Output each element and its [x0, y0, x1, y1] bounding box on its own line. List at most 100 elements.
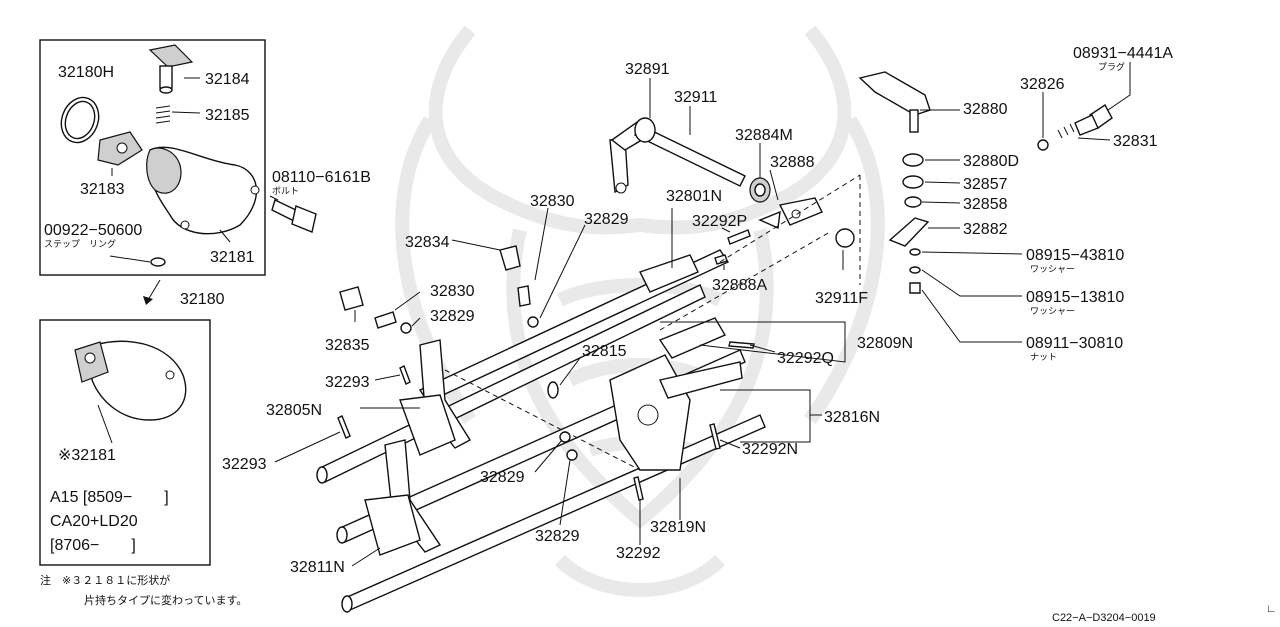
- inset-frame: [39, 39, 266, 276]
- apply-line-1: A15 [8509− ]: [50, 489, 169, 506]
- diagram-code: C22−A−D3204−0019: [1052, 612, 1156, 624]
- fork-32805n: [399, 339, 471, 456]
- inset-box-bottom: [39, 319, 211, 566]
- pin-32292: [633, 476, 644, 501]
- callout-32884m: 32884M: [735, 127, 793, 144]
- callout-32830b: 32830: [430, 283, 475, 300]
- washer-32858: [904, 196, 922, 208]
- inset-box-top: [39, 39, 317, 276]
- callout-00922-sub: ステップ リング: [44, 238, 116, 250]
- spring-32830b: [374, 311, 397, 329]
- callout-32857: 32857: [963, 176, 1008, 193]
- callout-32829a: 32829: [584, 211, 629, 228]
- pin-32292n: [709, 423, 721, 450]
- small-parts: [337, 229, 755, 501]
- pin-32888a: [714, 254, 728, 265]
- fork-32801n: [639, 254, 699, 293]
- callout-08915a-sub: ワッシャー: [1030, 265, 1075, 275]
- callout-32880: 32880: [963, 101, 1008, 118]
- housing-32181: [146, 146, 260, 235]
- seal-32884m: [749, 177, 771, 203]
- callout-08915b-sub: ワッシャー: [1030, 307, 1075, 317]
- housing-32181-alt: [74, 340, 187, 421]
- fork-32809n: [658, 317, 727, 359]
- callout-08110-sub: ボルト: [272, 186, 299, 197]
- lever-32880: [858, 71, 931, 133]
- plug-08931: [1074, 103, 1113, 136]
- spring-32831: [1057, 123, 1075, 139]
- callout-32292p: 32292P: [692, 213, 747, 230]
- pin-32292p: [727, 229, 751, 245]
- ball-32829b: [400, 322, 412, 334]
- callout-32880d: 32880D: [963, 153, 1019, 170]
- callout-08931: 08931−4441A: [1073, 45, 1173, 62]
- inset-arrow: [147, 279, 161, 301]
- callout-32816n: 32816N: [824, 409, 880, 426]
- callout-32819n: 32819N: [650, 519, 706, 536]
- nut-08911: [909, 282, 921, 294]
- callout-32292n: 32292N: [742, 441, 798, 458]
- callout-32183: 32183: [80, 181, 125, 198]
- callout-32809n: 32809N: [857, 335, 913, 352]
- bushing-32880d: [902, 153, 924, 167]
- callout-32888a: 32888A: [712, 277, 767, 294]
- callout-32811n: 32811N: [290, 559, 345, 576]
- callout-32181: 32181: [210, 249, 255, 266]
- corner-mark: ∟: [1266, 603, 1277, 615]
- callout-32829d: 32829: [535, 528, 580, 545]
- callout-32801n: 32801N: [666, 188, 722, 205]
- callout-32826: 32826: [1020, 76, 1065, 93]
- callout-32292: 32292: [616, 545, 661, 562]
- callout-08915b: 08915−13810: [1026, 289, 1124, 306]
- pin-32184: [148, 44, 194, 94]
- leader-32181-alt: [97, 404, 113, 444]
- inset-part-label: ※32181: [58, 447, 116, 464]
- callout-32858: 32858: [963, 196, 1008, 213]
- fork-32816n: [609, 354, 743, 471]
- callout-32829c: 32829: [480, 469, 525, 486]
- plug-32835: [339, 286, 364, 311]
- assembly-dash-lines: [444, 174, 861, 471]
- pin-32293a: [399, 365, 411, 385]
- leader-lines: [274, 62, 1131, 567]
- shaft-32911: [634, 117, 746, 187]
- callout-08915a: 08915−43810: [1026, 247, 1124, 264]
- callout-32831: 32831: [1113, 133, 1158, 150]
- footnote-line-1: 注 ※３２１８１に形状が: [40, 573, 170, 587]
- ball-32829d: [566, 449, 578, 461]
- rods: [316, 249, 766, 613]
- callout-32293a: 32293: [325, 374, 370, 391]
- callout-32184: 32184: [205, 71, 250, 88]
- ball-32826: [1037, 139, 1049, 151]
- pin-32292q: [728, 341, 755, 349]
- callout-08110: 08110−6161B: [272, 169, 371, 186]
- callout-32805n: 32805N: [266, 402, 322, 419]
- callout-32185: 32185: [205, 107, 250, 124]
- callout-32835: 32835: [325, 337, 370, 354]
- cap-32911f: [835, 228, 855, 248]
- inset-arrow-head: [143, 296, 153, 305]
- pin-32293b: [337, 415, 351, 439]
- callout-32180h: 32180H: [58, 64, 114, 81]
- callout-32815: 32815: [582, 343, 627, 360]
- fork-32811n: [364, 439, 442, 556]
- washer-08915b: [909, 266, 921, 274]
- spring-32185: [155, 105, 171, 124]
- callout-32293b: 32293: [222, 456, 267, 473]
- group-label-32180: 32180: [180, 291, 225, 308]
- callout-32834: 32834: [405, 234, 450, 251]
- inset-frame-2: [39, 319, 211, 566]
- callout-32292q: 32292Q: [777, 350, 834, 367]
- arm-32882: [888, 217, 930, 247]
- callout-08931-sub: プラグ: [1098, 61, 1125, 73]
- footnote-line-2: 片持ちタイプに変わっています。: [84, 593, 247, 607]
- key-32815: [547, 381, 559, 399]
- callout-08911: 08911−30810: [1026, 335, 1123, 352]
- callout-32830a: 32830: [530, 193, 575, 210]
- ball-32829a: [527, 316, 539, 328]
- plug-32834: [499, 245, 521, 271]
- callout-32888: 32888: [770, 154, 815, 171]
- bolt-08110: [271, 199, 317, 233]
- apply-line-2: CA20+LD20: [50, 513, 138, 530]
